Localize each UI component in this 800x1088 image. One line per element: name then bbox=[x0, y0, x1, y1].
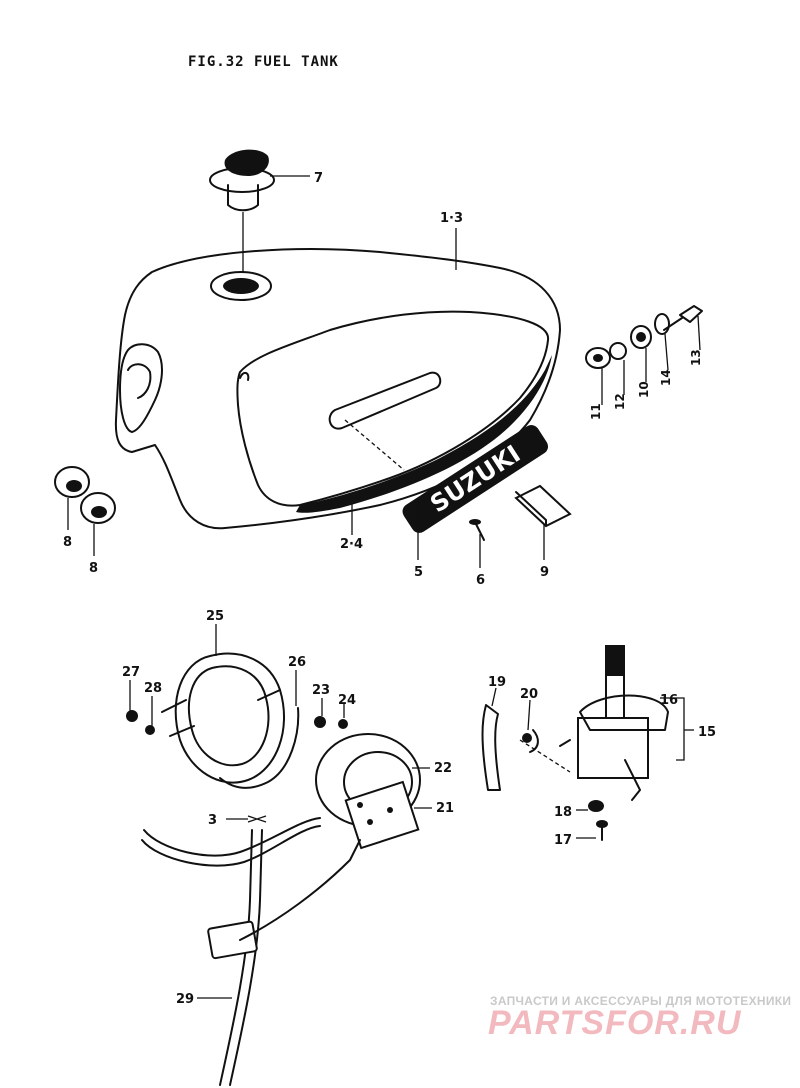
label-21: 21 bbox=[436, 801, 454, 816]
label-18: 18 bbox=[554, 805, 572, 820]
label-30: 3 bbox=[208, 813, 217, 828]
label-10: 10 bbox=[637, 381, 651, 398]
tank-mounting-cushions bbox=[54, 466, 116, 524]
label-9: 9 bbox=[540, 565, 549, 580]
tank-cushion bbox=[514, 484, 572, 528]
label-16: 16 bbox=[660, 693, 678, 708]
label-17: 17 bbox=[554, 833, 572, 848]
emblem-screw bbox=[469, 519, 485, 541]
label-14: 14 bbox=[659, 369, 673, 386]
fuel-tank bbox=[114, 248, 561, 530]
label-2-4: 2·4 bbox=[340, 537, 363, 552]
label-22: 22 bbox=[434, 761, 452, 776]
fuel-hose bbox=[141, 817, 361, 1086]
label-24: 24 bbox=[338, 693, 356, 708]
part-labels: 7 1·3 2·4 5 6 9 8 8 11 12 10 14 13 25 26… bbox=[63, 171, 716, 1007]
label-25: 25 bbox=[206, 609, 224, 624]
fuel-petcock bbox=[481, 645, 669, 841]
label-8-b: 8 bbox=[89, 561, 98, 576]
label-19: 19 bbox=[488, 675, 506, 690]
label-29: 29 bbox=[176, 992, 194, 1007]
label-28: 28 bbox=[144, 681, 162, 696]
watermark-logo: PARTSFOR.RU bbox=[488, 1004, 742, 1042]
label-26: 26 bbox=[288, 655, 306, 670]
watermark-caption: ЗАПЧАСТИ И АКСЕССУАРЫ ДЛЯ МОТОТЕХНИКИ bbox=[490, 994, 792, 1008]
hose-clip bbox=[247, 815, 267, 823]
label-5: 5 bbox=[414, 565, 423, 580]
fuel-cap bbox=[209, 149, 275, 272]
leader-lines bbox=[67, 175, 701, 999]
gauge-cover bbox=[161, 652, 285, 784]
figure-title: FIG.32 FUEL TANK bbox=[188, 54, 339, 70]
label-23: 23 bbox=[312, 683, 330, 698]
gauge-screws bbox=[126, 710, 348, 735]
label-6: 6 bbox=[476, 573, 485, 588]
label-7: 7 bbox=[314, 171, 323, 186]
label-12: 12 bbox=[613, 393, 627, 410]
fuel-gauge-unit bbox=[315, 733, 421, 850]
mounting-hardware bbox=[585, 305, 703, 369]
label-15: 15 bbox=[698, 725, 716, 740]
label-20: 20 bbox=[520, 687, 538, 702]
label-1-3: 1·3 bbox=[440, 211, 463, 226]
label-27: 27 bbox=[122, 665, 140, 680]
label-13: 13 bbox=[689, 349, 703, 366]
label-8-a: 8 bbox=[63, 535, 72, 550]
label-11: 11 bbox=[589, 403, 603, 420]
gauge-gasket bbox=[219, 707, 300, 789]
